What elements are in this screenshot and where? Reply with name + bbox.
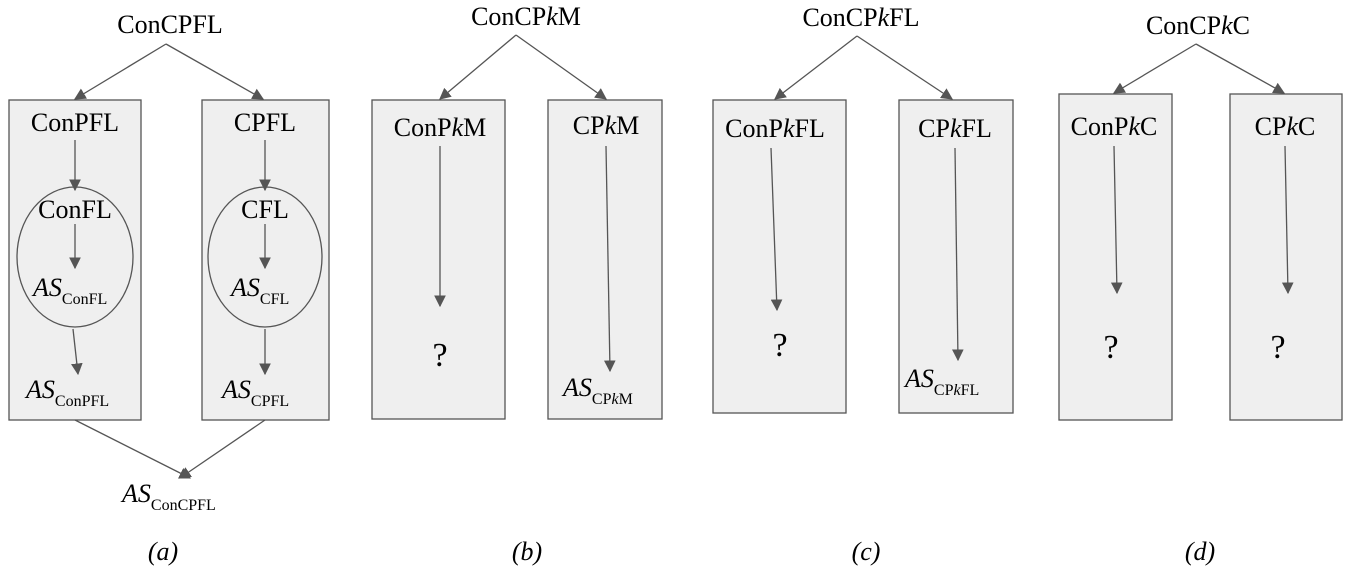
panel-c-arrow-top-left	[774, 35, 858, 100]
panel-d-right-box	[1229, 93, 1343, 421]
panel-d: ConCPkC ConPkC ? CPkC ? (d)	[1058, 11, 1343, 566]
panel-d-left-result: ?	[1103, 329, 1118, 366]
panel-a-arrow-bottom-left	[74, 419, 192, 479]
panel-c-right-title: CPkFL	[918, 114, 992, 143]
panel-a-right-ellipse	[207, 186, 323, 328]
panel-a-right-inner-result: ASCFL	[229, 273, 289, 308]
panel-a-caption: (a)	[148, 537, 178, 566]
panel-d-left-arrow	[1110, 145, 1123, 295]
panel-c-arrow-top-right	[856, 35, 953, 100]
panel-d-right-title: CPkC	[1255, 112, 1316, 141]
panel-a-right-title: CPFL	[234, 108, 296, 137]
panel-a-left-title: ConPFL	[31, 108, 119, 137]
panel-c-left-arrow	[770, 147, 783, 312]
panel-c-right-arrow	[952, 147, 964, 362]
panel-a-left-inner-title: ConFL	[38, 195, 112, 224]
panel-b-left-title: ConPkM	[394, 113, 486, 142]
panel-a-left-ellipse	[16, 186, 134, 328]
panel-b-arrow-top-left	[439, 34, 517, 100]
panel-d-caption: (d)	[1185, 537, 1215, 566]
panel-b-top-label: ConCPkM	[471, 2, 581, 31]
panel-c-right-result: ASCPkFL	[903, 364, 979, 399]
panel-d-arrow-top-right	[1195, 43, 1286, 94]
panel-d-arrow-top-left	[1112, 43, 1197, 94]
panel-b-left-result: ?	[432, 337, 447, 374]
panel-a-arrow-top-left	[73, 43, 167, 100]
panel-b-arrow-top-right	[515, 34, 607, 100]
panel-d-top-label: ConCPkC	[1146, 11, 1250, 40]
panel-c-top-label: ConCPkFL	[802, 3, 919, 32]
panel-c-caption: (c)	[852, 537, 881, 566]
panel-b: ConCPkM ConPkM ? CPkM ASCPkM (b)	[371, 2, 663, 566]
panel-a-right-result: ASCPFL	[220, 375, 289, 410]
panel-b-right-box	[547, 99, 663, 420]
panel-c-left-box	[712, 99, 847, 414]
panel-c-left-result: ?	[772, 327, 787, 364]
panel-d-right-arrow	[1281, 145, 1294, 295]
panel-a-left-arrow-3	[71, 328, 83, 376]
panel-b-right-arrow	[603, 145, 616, 373]
panel-a-arrow-top-right	[165, 43, 265, 100]
panel-d-left-title: ConPkC	[1071, 112, 1158, 141]
panel-a-right-inner-title: CFL	[241, 195, 289, 224]
panel-c-left-title: ConPkFL	[725, 114, 825, 143]
panel-a-bottom-result: ASConCPFL	[120, 479, 216, 514]
panel-a-left-result: ASConPFL	[24, 375, 109, 410]
panel-b-right-title: CPkM	[573, 111, 639, 140]
panel-a-left-inner-result: ASConFL	[31, 273, 107, 308]
panel-a-arrow-bottom-right	[179, 419, 266, 479]
panel-c: ConCPkFL ConPkFL ? CPkFL ASCPkFL (c)	[712, 3, 1014, 566]
panel-b-right-result: ASCPkM	[561, 373, 633, 408]
panel-d-left-box	[1058, 93, 1173, 421]
panel-b-caption: (b)	[512, 537, 542, 566]
panel-a: ConCPFL ConPFL ConFL ASConFL ASConPFL CP…	[8, 10, 330, 566]
panel-a-top-label: ConCPFL	[117, 10, 223, 39]
panel-b-left-box	[371, 99, 506, 420]
panel-d-right-result: ?	[1270, 329, 1285, 366]
